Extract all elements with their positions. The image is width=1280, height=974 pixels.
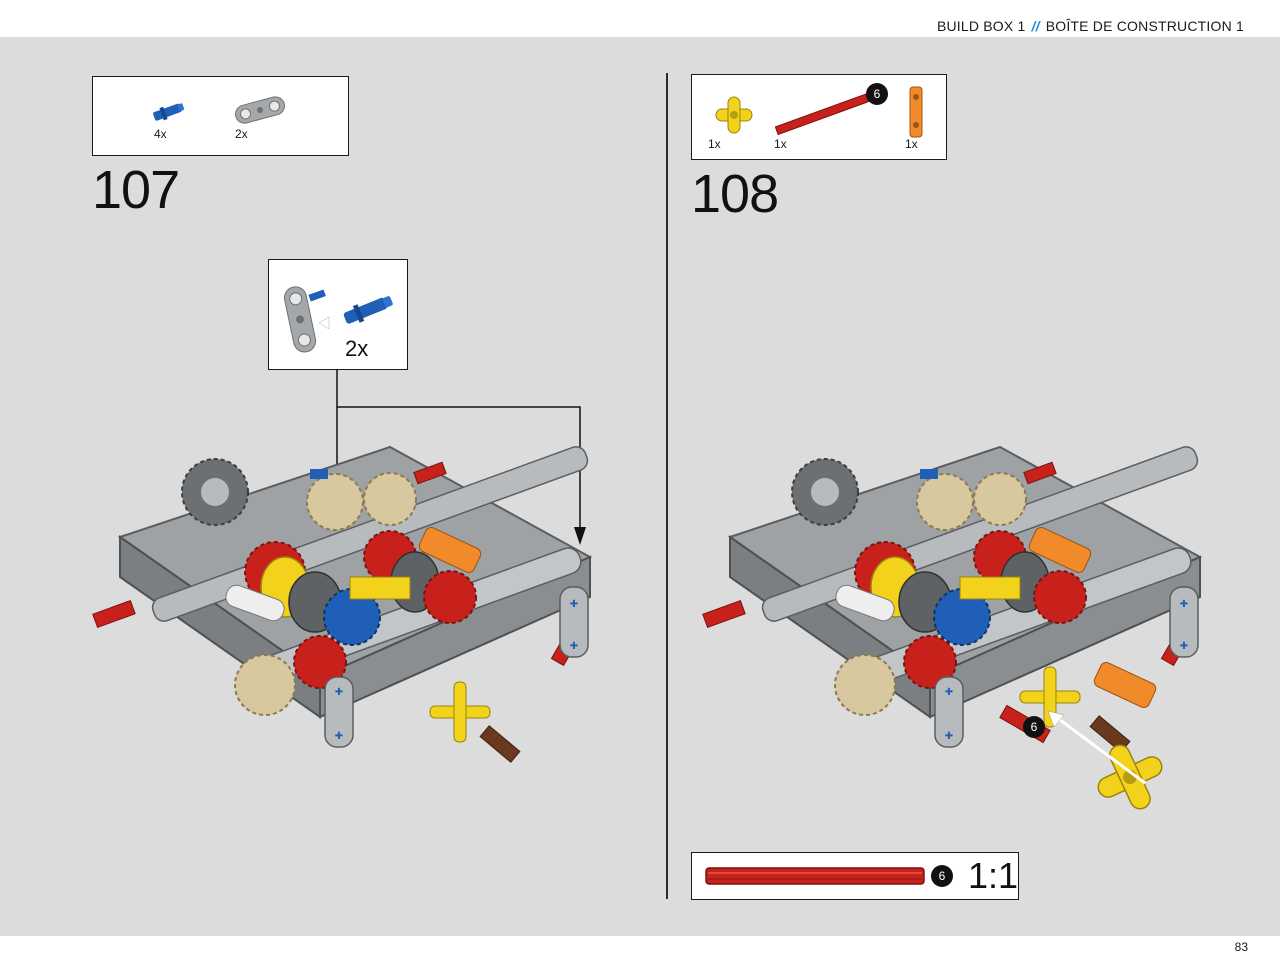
part-qty-yellow-cross-block: 1x [708, 137, 721, 151]
page-header: BUILD BOX 1 // BOÎTE DE CONSTRUCTION 1 [0, 0, 1280, 37]
grey-connector-icon [235, 96, 285, 124]
step-number-107: 107 [92, 160, 180, 220]
callout-qty: 2x [345, 336, 369, 361]
svg-text:✚: ✚ [945, 687, 953, 698]
scale-ratio: 1:1 [968, 855, 1019, 896]
assembly-length-badge: 6 [1023, 716, 1045, 738]
insert-arrow-108 [1047, 710, 1146, 785]
page-number: 83 [1234, 940, 1248, 954]
parts-list-108: 1x 6 1x 1x [691, 74, 947, 160]
svg-text:✚: ✚ [335, 687, 343, 698]
scale-red-axle-icon [705, 867, 925, 885]
callout-connector-icon [283, 286, 326, 353]
part-qty-red-axle: 1x [774, 137, 787, 151]
step-divider [666, 73, 668, 899]
callout-107: 2x [268, 259, 408, 370]
svg-text:✚: ✚ [945, 731, 953, 742]
blue-pin-icon [153, 103, 185, 121]
part-qty-orange-connector: 1x [905, 137, 918, 151]
parts-list-107: 4x 2x [92, 76, 349, 156]
svg-text:✚: ✚ [570, 599, 578, 610]
gearbox-assembly-107: ✚ ✚ ✚ ✚ [92, 445, 593, 763]
header-title: BUILD BOX 1 // BOÎTE DE CONSTRUCTION 1 [937, 18, 1244, 34]
part-qty-blue-pin: 4x [154, 127, 167, 141]
callout-blue-pin-icon [343, 296, 393, 324]
scale-reference-box: 6 1:1 [691, 852, 1019, 900]
orange-axle-connector-icon [909, 86, 923, 138]
page-footer: 83 [0, 936, 1280, 974]
part-length-badge: 6 [866, 83, 888, 105]
header-separator: // [1031, 18, 1040, 34]
svg-text:✚: ✚ [570, 641, 578, 652]
scale-length-badge: 6 [931, 865, 953, 887]
yellow-cross-block-icon [715, 96, 753, 134]
insert-arrow-icon [318, 316, 345, 330]
loose-yellow-cross-block [1097, 744, 1163, 810]
svg-text:✚: ✚ [1180, 641, 1188, 652]
gearbox-assembly-108: ✚ ✚ ✚ ✚ [702, 445, 1203, 753]
svg-text:✚: ✚ [1180, 599, 1188, 610]
step-number-108: 108 [691, 164, 779, 224]
part-qty-grey-connector: 2x [235, 127, 248, 141]
header-build-box: BUILD BOX 1 [936, 18, 1026, 34]
svg-text:✚: ✚ [335, 731, 343, 742]
red-axle-icon [774, 93, 869, 136]
header-boite: BOÎTE DE CONSTRUCTION 1 [1045, 18, 1244, 34]
instruction-page: 4x 2x 107 [0, 37, 1280, 936]
